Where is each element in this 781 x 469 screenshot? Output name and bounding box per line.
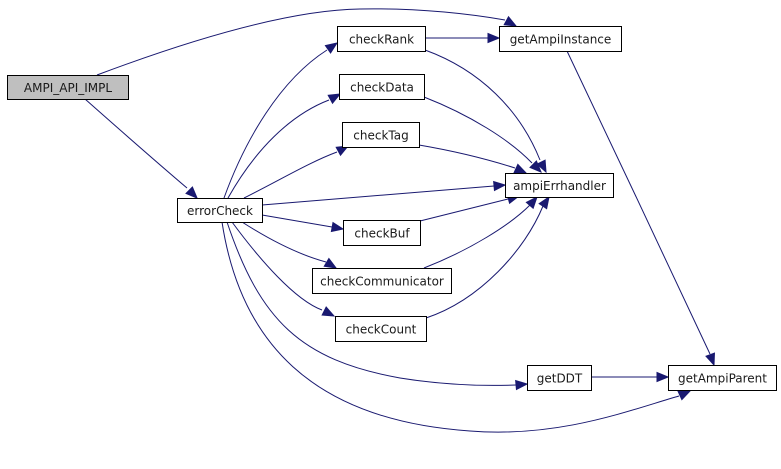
nodes-layer: AMPI_API_IMPL errorCheck checkRank check… bbox=[7, 26, 777, 391]
edge-line bbox=[226, 221, 517, 386]
edge-errorCheck-to-getAmpiParent bbox=[221, 221, 692, 433]
arrowhead-icon bbox=[529, 160, 542, 173]
edge-AMPI_API_IMPL-to-getAmpiInstance bbox=[96, 8, 518, 76]
edge-line bbox=[261, 185, 495, 206]
node-label: getAmpiInstance bbox=[510, 33, 612, 47]
edge-checkRank-to-getAmpiInstance bbox=[425, 32, 501, 44]
node-label: checkRank bbox=[349, 33, 414, 47]
node-box bbox=[337, 26, 426, 52]
edge-checkCommunicator-to-ampiErrhandler bbox=[423, 196, 538, 269]
arrowhead-icon bbox=[515, 379, 529, 391]
edge-line bbox=[425, 205, 544, 319]
node-box bbox=[343, 220, 421, 246]
node-label: checkCommunicator bbox=[320, 275, 444, 289]
node-box bbox=[499, 26, 622, 52]
arrowhead-icon bbox=[677, 390, 692, 401]
arrowhead-icon bbox=[327, 93, 342, 105]
edge-line bbox=[241, 221, 327, 263]
edge-line bbox=[423, 204, 531, 269]
edge-errorCheck-to-checkRank bbox=[223, 42, 339, 199]
edge-line bbox=[96, 8, 506, 76]
edge-line bbox=[231, 221, 323, 311]
edge-line bbox=[223, 49, 328, 199]
node-ampi-errhandler[interactable]: ampiErrhandler bbox=[505, 173, 614, 198]
edge-line bbox=[227, 99, 330, 199]
node-get-ampi-parent[interactable]: getAmpiParent bbox=[668, 365, 777, 391]
edge-errorCheck-to-checkBuf bbox=[261, 214, 345, 233]
node-label: AMPI_API_IMPL bbox=[24, 81, 112, 95]
arrowhead-icon bbox=[185, 186, 198, 199]
node-error-check[interactable]: errorCheck bbox=[177, 198, 263, 223]
edge-line bbox=[221, 221, 680, 433]
edge-errorCheck-to-checkTag bbox=[243, 145, 350, 199]
node-box bbox=[342, 122, 420, 148]
edge-getAmpiInstance-to-getAmpiParent bbox=[566, 50, 715, 367]
edge-AMPI_API_IMPL-to-errorCheck bbox=[84, 98, 198, 199]
node-check-communicator[interactable]: checkCommunicator bbox=[312, 268, 452, 294]
edge-errorCheck-to-checkCount bbox=[231, 221, 336, 317]
edge-line bbox=[261, 214, 333, 228]
edge-line bbox=[418, 144, 516, 169]
arrowhead-icon bbox=[536, 159, 547, 174]
edges-layer bbox=[84, 8, 715, 433]
edge-checkTag-to-ampiErrhandler bbox=[418, 144, 528, 174]
node-label: getDDT bbox=[537, 372, 583, 386]
edge-line bbox=[424, 49, 541, 161]
node-box bbox=[505, 173, 614, 198]
edge-checkCount-to-ampiErrhandler bbox=[425, 195, 550, 319]
arrowhead-icon bbox=[493, 180, 507, 192]
edge-checkBuf-to-ampiErrhandler bbox=[419, 193, 521, 222]
node-box bbox=[668, 365, 777, 391]
edge-line bbox=[423, 96, 533, 164]
node-check-count[interactable]: checkCount bbox=[335, 316, 427, 342]
node-box bbox=[7, 75, 129, 100]
edge-errorCheck-to-ampiErrhandler bbox=[261, 180, 507, 206]
edge-getDDT-to-getAmpiParent bbox=[591, 371, 670, 383]
node-get-ddt[interactable]: getDDT bbox=[527, 365, 592, 391]
node-label: getAmpiParent bbox=[678, 372, 767, 386]
edge-line bbox=[566, 50, 711, 355]
arrowhead-icon bbox=[321, 306, 336, 317]
edge-errorCheck-to-checkCommunicator bbox=[241, 221, 338, 269]
node-check-data[interactable]: checkData bbox=[339, 74, 425, 100]
node-get-ampi-instance[interactable]: getAmpiInstance bbox=[499, 26, 622, 52]
arrowhead-icon bbox=[487, 32, 501, 44]
edge-line bbox=[84, 98, 188, 189]
node-check-tag[interactable]: checkTag bbox=[342, 122, 420, 148]
arrowhead-icon bbox=[323, 257, 338, 269]
node-label: errorCheck bbox=[187, 204, 253, 218]
arrowhead-icon bbox=[330, 221, 345, 233]
node-check-rank[interactable]: checkRank bbox=[337, 26, 426, 52]
node-box bbox=[527, 365, 592, 391]
node-box bbox=[339, 74, 425, 100]
arrowhead-icon bbox=[513, 163, 528, 174]
node-ampi-api-impl[interactable]: AMPI_API_IMPL bbox=[7, 75, 129, 100]
arrowhead-icon bbox=[324, 42, 339, 54]
edge-line bbox=[243, 151, 338, 199]
node-label: checkData bbox=[350, 81, 414, 95]
node-label: checkTag bbox=[353, 129, 408, 143]
arrowhead-icon bbox=[656, 371, 670, 383]
node-label: ampiErrhandler bbox=[513, 179, 606, 193]
node-box bbox=[177, 198, 263, 223]
arrowhead-icon bbox=[538, 195, 550, 210]
edge-errorCheck-to-getDDT bbox=[226, 221, 529, 391]
arrowhead-icon bbox=[525, 196, 538, 210]
node-label: checkCount bbox=[346, 323, 417, 337]
arrowhead-icon bbox=[705, 352, 715, 367]
arrowhead-icon bbox=[503, 15, 518, 27]
node-check-buf[interactable]: checkBuf bbox=[343, 220, 421, 246]
node-box bbox=[312, 268, 452, 294]
node-label: checkBuf bbox=[354, 227, 410, 241]
edge-line bbox=[419, 198, 509, 222]
edge-checkRank-to-ampiErrhandler bbox=[424, 49, 547, 174]
edge-checkData-to-ampiErrhandler bbox=[423, 96, 542, 173]
edge-errorCheck-to-checkData bbox=[227, 93, 342, 199]
node-box bbox=[335, 316, 427, 342]
